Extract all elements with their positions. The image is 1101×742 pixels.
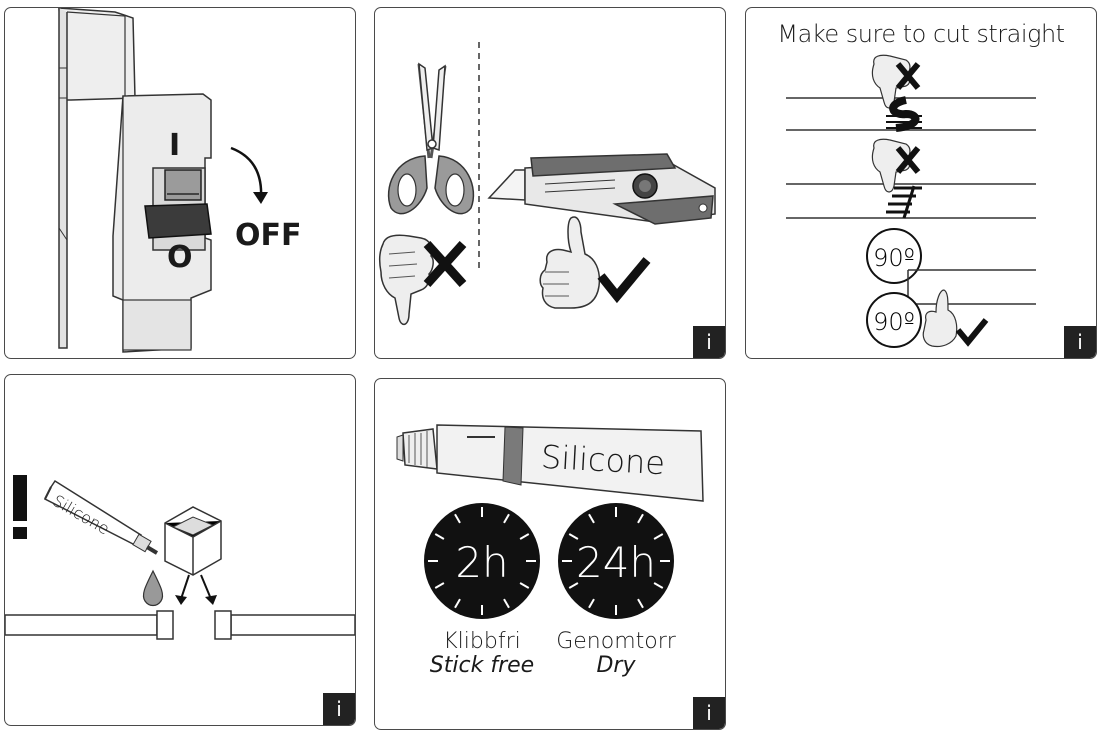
cut-straight-illustration: 90º 90º bbox=[786, 54, 1036, 348]
thumbs-up-icon bbox=[922, 289, 958, 348]
timer-tick bbox=[637, 513, 644, 524]
switch-off-label: O bbox=[167, 240, 193, 275]
info-button[interactable]: i bbox=[693, 326, 725, 358]
checkmark-icon bbox=[955, 318, 989, 347]
cross-icon bbox=[895, 62, 921, 90]
timer-tick bbox=[519, 582, 530, 589]
panel-curing-time: 2h 24h Silicone Klibbfri Stick free Geno… bbox=[374, 378, 726, 730]
timer-dry bbox=[558, 503, 674, 619]
timer-1-label-sv: Klibbfri bbox=[443, 629, 521, 654]
arrow-icon bbox=[180, 574, 190, 600]
angle-label: 90º bbox=[873, 308, 915, 336]
timer-tick bbox=[653, 533, 664, 540]
panel-cutting-tool: i bbox=[374, 7, 726, 359]
timer-tick bbox=[454, 513, 461, 524]
silicone-tube-icon bbox=[396, 424, 704, 502]
timer-stick-free bbox=[424, 503, 540, 619]
panel-breaker-off: I O OFF bbox=[4, 7, 356, 359]
tube-label: Silicone bbox=[540, 437, 667, 483]
panel-title: Make sure to cut straight bbox=[777, 20, 1065, 48]
info-button[interactable]: i bbox=[323, 693, 355, 725]
angle-circle bbox=[866, 292, 922, 348]
angle-circle bbox=[866, 228, 922, 284]
timer-ticks bbox=[428, 507, 536, 615]
curing-time-illustration: 2h 24h bbox=[396, 424, 704, 619]
panel-cut-straight: Make sure to cut straight 90º 90º i bbox=[745, 7, 1097, 359]
timer-tick bbox=[588, 598, 595, 609]
breaker-illustration bbox=[58, 8, 268, 353]
info-button[interactable]: i bbox=[693, 697, 725, 729]
checkmark-icon bbox=[597, 257, 651, 304]
panel-silicone-joint: Silicone i bbox=[4, 374, 356, 726]
timer-tick bbox=[637, 598, 644, 609]
timer-ticks bbox=[562, 507, 670, 615]
thumbs-up-icon bbox=[539, 216, 601, 309]
drop-icon bbox=[142, 569, 164, 607]
cross-icon bbox=[423, 240, 467, 288]
timer-tick bbox=[519, 533, 530, 540]
cross-icon bbox=[895, 146, 921, 174]
timer-tick bbox=[454, 598, 461, 609]
timer-tick bbox=[503, 598, 510, 609]
timer-tick bbox=[568, 533, 579, 540]
silicone-tube-icon bbox=[43, 479, 159, 555]
timer-tick bbox=[568, 582, 579, 589]
timer-1-label-en: Stick free bbox=[429, 653, 535, 678]
cutting-tool-illustration bbox=[378, 42, 716, 326]
timer-tick bbox=[434, 533, 445, 540]
timer-2-label-en: Dry bbox=[596, 653, 636, 678]
timer-2-label-sv: Genomtorr bbox=[556, 629, 676, 654]
switch-on-label: I bbox=[169, 128, 181, 163]
timer-tick bbox=[588, 513, 595, 524]
angle-label: 90º bbox=[873, 244, 915, 272]
silicone-joint-illustration bbox=[5, 475, 355, 640]
timer-tick bbox=[434, 582, 445, 589]
timer-value: 24h bbox=[576, 538, 656, 587]
warning-icon bbox=[13, 475, 27, 539]
off-label: OFF bbox=[235, 218, 302, 253]
thumbs-down-icon bbox=[378, 234, 434, 326]
scissors-icon bbox=[387, 62, 475, 215]
arrow-icon bbox=[200, 574, 212, 600]
timer-tick bbox=[503, 513, 510, 524]
connector-cube-icon bbox=[164, 506, 222, 576]
utility-knife-icon bbox=[487, 153, 716, 225]
timer-tick bbox=[653, 582, 664, 589]
info-button[interactable]: i bbox=[1064, 326, 1096, 358]
timer-value: 2h bbox=[455, 538, 508, 587]
